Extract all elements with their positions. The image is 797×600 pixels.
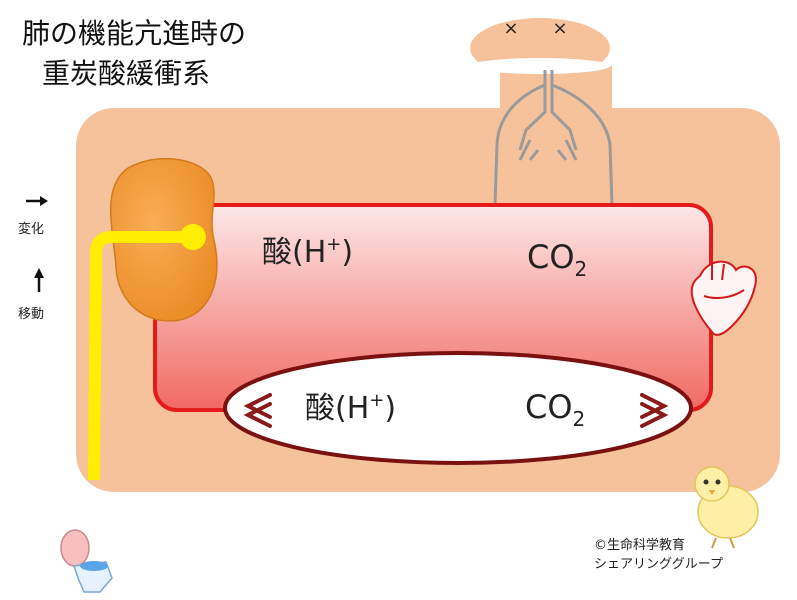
title-line-1: 肺の機能亢進時の [22,17,247,50]
copyright-text: ©生命科学教育 シェアリンググループ [594,536,723,574]
page-title: 肺の機能亢進時の 重炭酸緩衝系 [22,14,322,94]
legend-change-label: 変化 [18,222,45,237]
legend-move-label: 移動 [18,307,45,322]
right-eye-icon: × [552,18,567,39]
title-line-2: 重炭酸緩衝系 [42,57,211,90]
mouth-opening [470,58,610,74]
cell-co2-label: CO2 [525,388,585,431]
heart-icon [690,260,757,336]
change-arrow-icon [26,196,48,206]
right-double-arrow-icon [640,393,669,428]
blood-co2-label: CO2 [527,238,587,281]
move-arrow-icon [34,268,44,292]
chick-mascot-icon [694,466,759,549]
cell-compartment [223,351,693,465]
lung-icon [493,70,614,206]
ureter [88,231,192,481]
blood-acid-label: 酸(H+) [262,234,353,270]
copyright-line-1: ©生命科学教育 [594,538,686,553]
left-double-arrow-icon [243,393,272,428]
left-eye-icon: × [503,18,518,39]
head-figure: × × [470,18,612,108]
copyright-line-2: シェアリンググループ [594,557,723,572]
toilet-icon [60,529,113,593]
cell-acid-label: 酸(H+) [305,390,396,426]
